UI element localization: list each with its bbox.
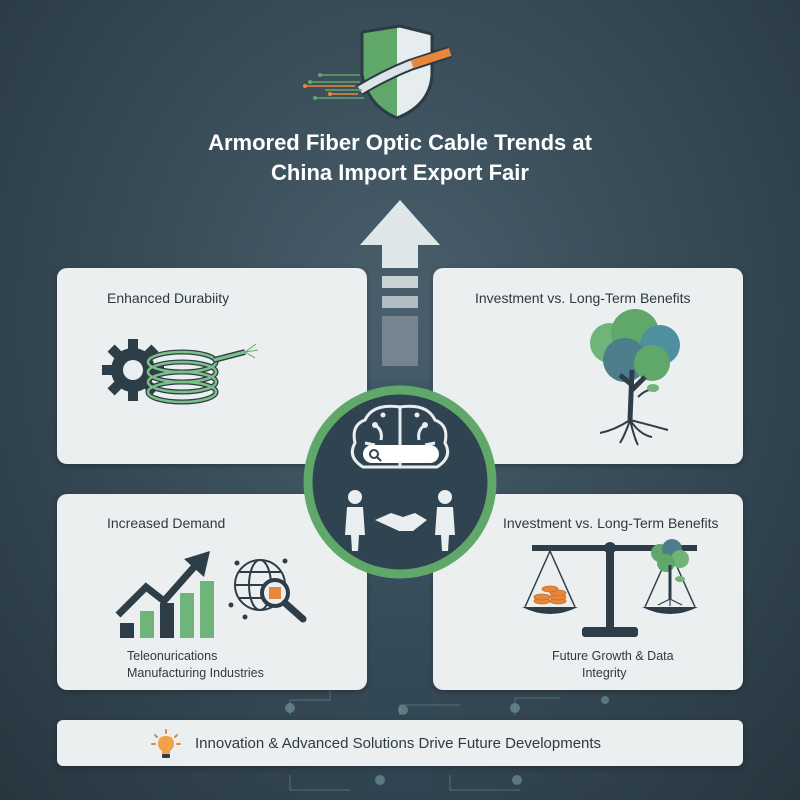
bottom-banner-text: Innovation & Advanced Solutions Drive Fu… bbox=[195, 735, 602, 752]
up-arrow-icon bbox=[360, 200, 440, 366]
demand-sub-line2: Manufacturing Industries bbox=[127, 666, 264, 680]
card-investment-top bbox=[433, 268, 743, 464]
card-label-investment-bottom: Investment vs. Long-Term Benefits bbox=[503, 515, 719, 531]
card-label-demand: Increased Demand bbox=[107, 515, 226, 531]
page-title-line1: Armored Fiber Optic Cable Trends at bbox=[208, 130, 592, 155]
card-label-investment-top: Investment vs. Long-Term Benefits bbox=[475, 290, 691, 306]
demand-sub-line1: Teleonurications bbox=[127, 649, 218, 663]
brain-handshake-icon bbox=[303, 385, 497, 579]
investment-sub-line2: Integrity bbox=[582, 666, 627, 680]
globe-search-icon bbox=[228, 558, 307, 623]
gear-cable-icon bbox=[102, 339, 259, 405]
bar-chart-arrow-icon bbox=[115, 551, 214, 638]
tree-icon bbox=[590, 309, 680, 446]
investment-sub-line1: Future Growth & Data bbox=[552, 649, 674, 663]
shield-cable-icon bbox=[303, 24, 452, 120]
card-label-durability: Enhanced Durabiity bbox=[107, 290, 230, 306]
page-title-line2: China Import Export Fair bbox=[271, 160, 529, 185]
balance-scale-icon bbox=[522, 539, 698, 637]
lightbulb-icon bbox=[151, 729, 181, 758]
